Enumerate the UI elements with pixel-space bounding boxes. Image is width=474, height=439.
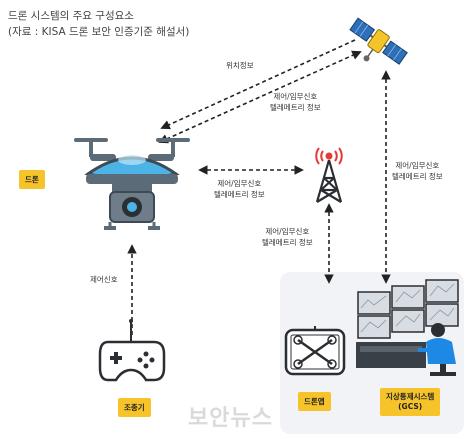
phone-app-icon bbox=[284, 326, 346, 376]
drone-icon bbox=[74, 138, 190, 230]
label-satellite-gcs: 제어/임무신호 텔레메트리 정보 bbox=[392, 160, 443, 182]
label-drone-tower-line1: 제어/임무신호 bbox=[217, 179, 262, 188]
diagram-title: 드론 시스템의 주요 구성요소 (자료 : KISA 드론 보안 인증기준 해설… bbox=[8, 8, 189, 40]
title-line-1: 드론 시스템의 주요 구성요소 bbox=[8, 10, 134, 22]
label-tower-gcs-line1: 제어/임무신호 bbox=[265, 227, 310, 236]
arrow-satellite-drone-position bbox=[160, 39, 356, 130]
label-drone-tower: 제어/임무신호 텔레메트리 정보 bbox=[214, 178, 265, 200]
label-satellite-drone: 제어/임무신호 텔레메트리 정보 bbox=[270, 91, 321, 113]
tag-drone: 드론 bbox=[19, 170, 45, 189]
tag-gcs-line1: 지상통제시스템 bbox=[386, 392, 435, 401]
tag-drone-app: 드론앱 bbox=[298, 392, 331, 411]
label-satellite-drone-line1: 제어/임무신호 bbox=[273, 92, 318, 101]
tag-gcs-line2: (GCS) bbox=[398, 402, 423, 411]
tag-gcs: 지상통제시스템 (GCS) bbox=[380, 388, 441, 416]
arrow-satellite-drone-control bbox=[158, 50, 362, 144]
label-tower-gcs-line2: 텔레메트리 정보 bbox=[262, 238, 313, 247]
label-satellite-gcs-line1: 제어/임무신호 bbox=[395, 161, 440, 170]
title-line-2: (자료 : KISA 드론 보안 인증기준 해설서) bbox=[8, 26, 190, 38]
tag-controller: 조종기 bbox=[118, 398, 151, 417]
watermark: 보안뉴스 bbox=[188, 406, 273, 431]
label-drone-tower-line2: 텔레메트리 정보 bbox=[214, 190, 265, 199]
label-satellite-gcs-line2: 텔레메트리 정보 bbox=[392, 172, 443, 181]
label-tower-gcs: 제어/임무신호 텔레메트리 정보 bbox=[262, 226, 313, 248]
operator-monitors-icon bbox=[356, 279, 459, 376]
satellite-icon bbox=[349, 17, 408, 65]
game-controller-icon bbox=[98, 319, 166, 382]
label-satellite-drone-line2: 텔레메트리 정보 bbox=[270, 103, 321, 112]
radio-tower-icon bbox=[315, 147, 343, 203]
label-control-signal: 제어신호 bbox=[90, 275, 118, 284]
label-position-info: 위치정보 bbox=[226, 61, 254, 70]
